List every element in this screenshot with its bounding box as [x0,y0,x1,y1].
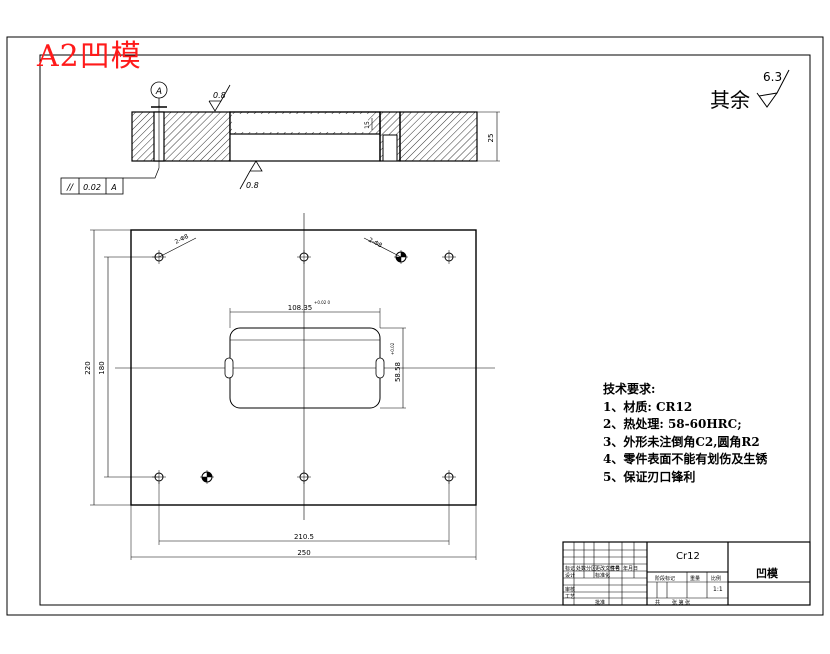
parallelism-icon: // [66,183,74,193]
section-view: 25 15 A 0.8 0.8 // 0.02 A [60,81,500,195]
roughness-top-icon [208,100,222,112]
tb-label-standard: 标准化 [595,573,611,579]
tb-label-change-no: 更改文件号 [595,566,621,572]
tolerance-datum: A [110,183,116,192]
surface-top-value: 0.8 [213,91,226,100]
title-block-scale: 1:1 [713,586,723,593]
tb-label-review: 审核 [565,587,576,593]
tb-label-page: 张 第 张 [672,600,691,606]
drawing-corner-title: A2凹模 [37,39,142,74]
dim-height-total: 220 [84,361,92,374]
tb-label-weight: 重量 [690,576,701,582]
tb-label-design: 设计 [565,573,576,579]
hole-leader-right [363,237,402,258]
roughness-general-leg [758,69,790,97]
dim-right-text: 25 [487,134,495,143]
roughness-general-label: 其余 [710,88,750,112]
tech-item: 4、零件表面不能有划伤及生锈 [603,452,768,467]
tech-requirements: 技术要求: 1、材质: CR12 2、热处理: 58-60HRC; 3、外形未注… [603,381,767,487]
tb-label-process: 工艺 [565,594,576,600]
tolerance-value: 0.02 [83,183,101,192]
tolerance-frame [60,177,124,195]
tb-label-date: 年月日 [623,566,639,572]
datum-label: A [155,87,162,97]
tb-label-stage: 阶段标记 [655,576,676,582]
outer-frame [6,36,824,616]
hole-leader-left [158,237,197,258]
tech-item: 5、保证刃口锋利 [603,469,696,484]
dim-hole-span-v: 180 [98,361,106,374]
dim-opening-w: 108.35 [288,304,313,312]
section-right-slot [382,134,398,162]
surface-bottom-value: 0.8 [246,181,259,190]
roughness-general-icon [756,92,778,108]
tb-label-zone: 分区 [586,566,597,572]
dim-opening-h: 58.58 [394,362,402,382]
tb-label-mark: 标记 [565,566,576,572]
plan-view: 2-Φ8 2-Φ8 210.5 250 220 180 108.35 +0.02… [84,213,495,560]
tb-label-sign: 签名 [610,566,621,572]
plate-outline [130,229,477,506]
roughness-general-value: 6.3 [763,70,783,84]
roughness-bottom-icon [249,160,263,172]
title-block-part-name: 凹模 [756,567,778,580]
hole-note-left: 2-Φ8 [174,233,190,246]
tech-item: 2、热处理: 58-60HRC; [603,417,742,432]
roughness-bottom-leg [239,170,251,190]
tb-label-approve: 批准 [595,600,606,606]
title-block-material: Cr12 [676,551,700,562]
dim-opening-w-tol: +0.02 0 [314,300,331,305]
tb-label-count: 处数 [576,566,587,572]
tolerance-leader [123,167,160,179]
dim-hole-span: 210.5 [294,533,314,541]
dim-opening-h-tol: +0.02 [390,342,395,355]
title-block [562,541,811,606]
tech-heading: 技术要求: [603,382,656,396]
dim-small-text: 15 [364,121,371,129]
tb-label-sheet: 共 [655,600,661,606]
roughness-top-leg [220,84,231,102]
hole-note-right: 2-Φ8 [367,237,383,250]
side-slot-left [224,357,234,379]
tech-item: 3、外形未注倒角C2,圆角R2 [603,434,760,449]
inner-frame [39,54,811,606]
side-slot-right [375,357,385,379]
section-body-left [131,111,231,162]
section-cavity-gap [232,114,368,132]
tb-label-scale: 比例 [711,576,722,582]
dim-width-total: 250 [297,549,310,557]
tech-item: 1、材质: CR12 [603,399,693,414]
section-body-right [399,111,478,162]
